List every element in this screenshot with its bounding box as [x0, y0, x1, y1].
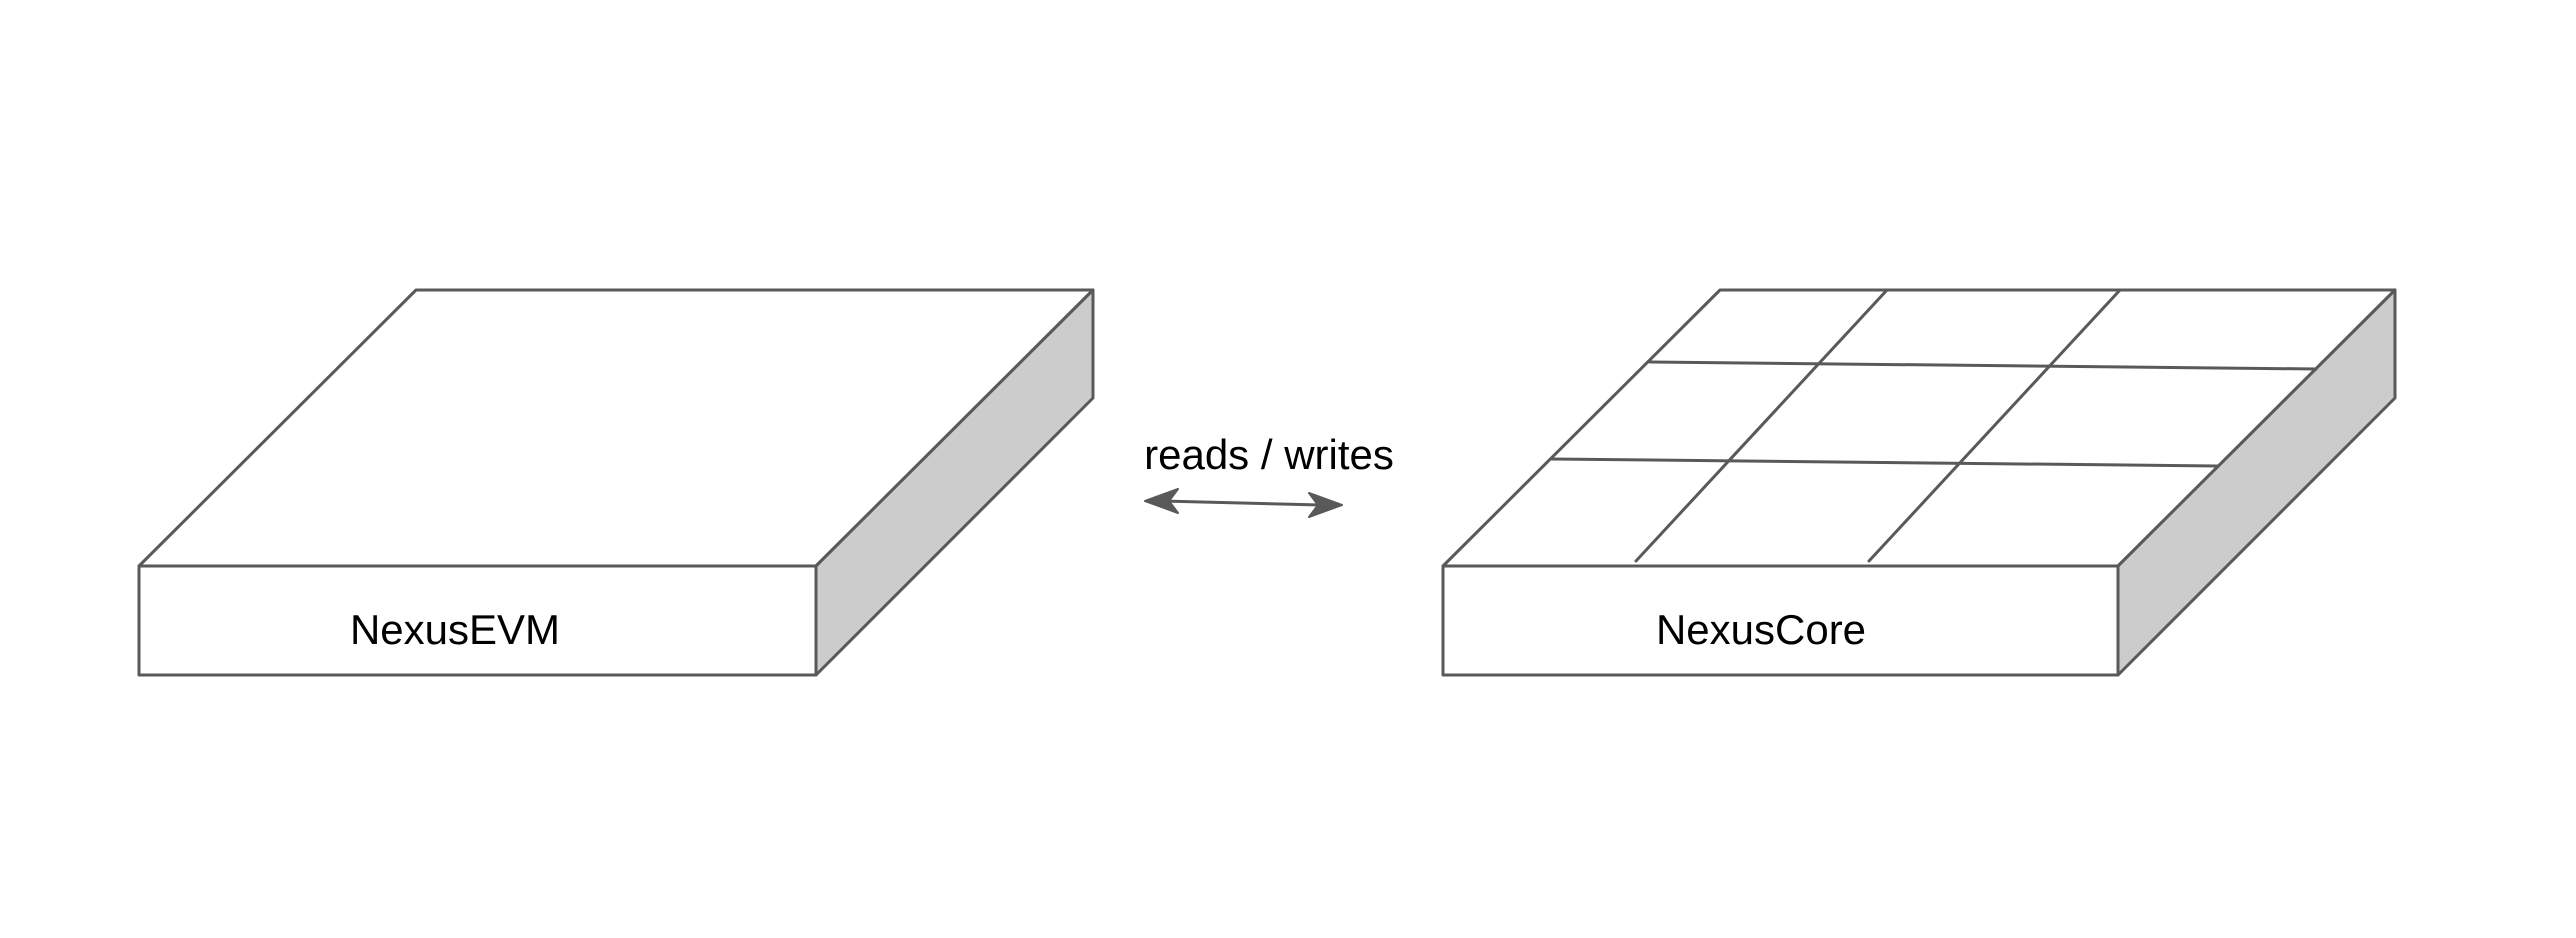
- block-nexuscore-front-face: [1441, 564, 2120, 677]
- connector-reads-writes: reads / writes: [1144, 431, 1394, 518]
- connector-arrowhead-right: [1308, 492, 1343, 518]
- grid-line-diagonal-1: [1634, 288, 1889, 563]
- block-nexuscore-grid: [1549, 288, 2318, 563]
- connector-arrowhead-left: [1144, 488, 1179, 514]
- block-nexusevm-label: NexusEVM: [350, 606, 560, 653]
- block-nexuscore: NexusCore: [1441, 288, 2397, 677]
- connector-arrow-line: [1161, 499, 1321, 507]
- block-nexuscore-label: NexusCore: [1656, 606, 1866, 653]
- block-nexusevm: NexusEVM: [137, 288, 1095, 677]
- grid-line-diagonal-2: [1867, 288, 2122, 563]
- grid-line-horizontal-2: [1549, 457, 2219, 468]
- block-nexusevm-front-face: [137, 564, 818, 677]
- grid-line-horizontal-1: [1648, 360, 2318, 371]
- connector-label: reads / writes: [1144, 431, 1394, 478]
